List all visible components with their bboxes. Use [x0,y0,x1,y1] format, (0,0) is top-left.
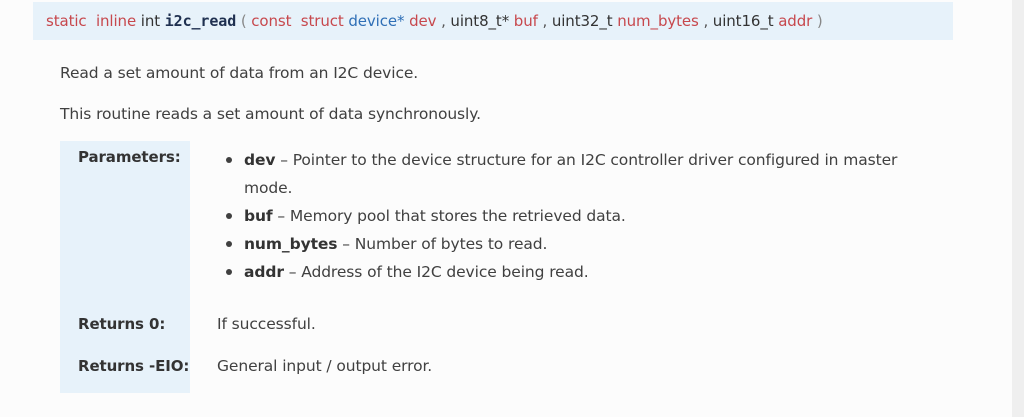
dash: – [283,263,302,281]
function-signature: static inline int i2c_read ( const struc… [33,2,953,40]
returns-0-label: Returns 0: [78,315,166,333]
param-item-name: dev [244,151,276,169]
brief-description: Read a set amount of data from an I2C de… [60,64,419,82]
param-type-device-link[interactable]: device* [348,12,405,30]
param-type-uint8: uint8_t* [450,12,510,30]
separator: , [441,12,446,30]
bullet-icon [226,157,232,163]
bullet-icon [226,269,232,275]
separator: , [542,12,548,30]
function-name[interactable]: i2c_read [164,12,237,30]
param-type-uint16: uint16_t [712,12,774,30]
param-item-text: Number of bytes to read. [354,235,548,253]
param-item-name: addr [244,263,284,281]
field-label-column [60,141,190,393]
open-paren: ( [240,12,247,30]
detailed-description: This routine reads a set amount of data … [60,105,481,123]
dash: – [275,151,293,169]
bullet-icon [226,241,232,247]
param-item-name: buf [244,207,273,225]
param-item-dev: dev – Pointer to the device structure fo… [222,146,942,202]
param-item-num-bytes: num_bytes – Number of bytes to read. [222,230,942,258]
dash: – [337,235,355,253]
param-qualifier-const: const [251,12,292,30]
param-item-text: Pointer to the device structure for an I… [244,151,898,197]
returns-0-text: If successful. [217,315,316,333]
param-item-addr: addr – Address of the I2C device being r… [222,258,942,286]
param-name-addr: addr [778,12,813,30]
parameter-list: dev – Pointer to the device structure fo… [222,146,942,286]
param-name-num-bytes: num_bytes [617,12,699,30]
scrollbar-gutter[interactable] [1012,0,1024,417]
param-item-buf: buf – Memory pool that stores the retrie… [222,202,942,230]
param-name-buf: buf [513,12,538,30]
close-paren: ) [816,12,823,30]
return-type: int [140,12,161,30]
param-struct-keyword: struct [300,12,344,30]
separator: , [703,12,709,30]
returns-eio-label: Returns -EIO: [78,357,190,375]
keyword-inline: inline [95,12,137,30]
param-item-name: num_bytes [244,235,338,253]
bullet-icon [226,213,232,219]
param-type-uint32: uint32_t [551,12,613,30]
param-item-text: Memory pool that stores the retrieved da… [289,207,626,225]
returns-eio-text: General input / output error. [217,357,433,375]
keyword-static: static [46,12,87,30]
dash: – [272,207,290,225]
parameters-label: Parameters: [78,148,181,166]
param-item-text: Address of the I2C device being read. [301,263,589,281]
param-name-dev: dev [409,12,437,30]
